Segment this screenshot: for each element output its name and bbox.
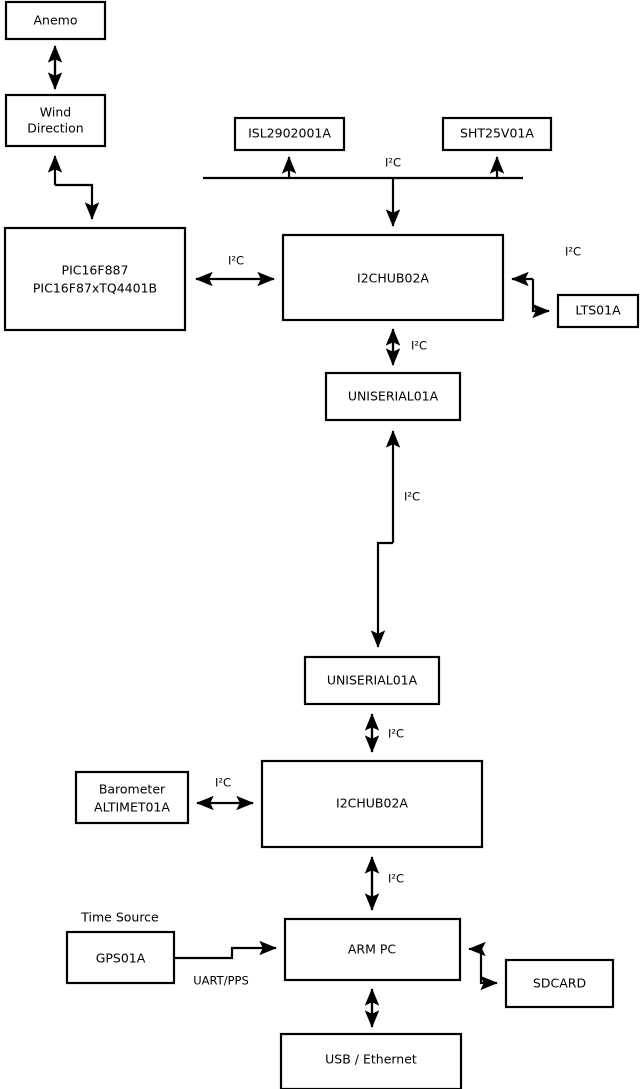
edge-arrow-right (174, 940, 277, 960)
edge-label-hubtop-lts: I²C (565, 245, 581, 259)
node-i2chub02a-top-label: I2CHUB02A (357, 271, 429, 286)
edge-uniserialbot-hubbot: I²C (364, 713, 404, 753)
node-sdcard-box[interactable] (504, 958, 615, 1009)
edge-label-gps-armpc: UART/PPS (193, 974, 249, 988)
node-sht25v01a[interactable]: SHT25V01A (441, 116, 553, 152)
edge-arrow-down (55, 183, 100, 220)
edge-pic-wind (47, 155, 100, 220)
node-i2chub02a-bottom-box[interactable] (260, 759, 484, 849)
node-wind-direction-box[interactable] (4, 93, 107, 148)
node-barometer-label-line2: ALTIMET01A (94, 800, 170, 815)
edge-hubtop-lts: I²C (511, 245, 581, 319)
node-wind-direction[interactable]: Wind Direction (4, 93, 107, 148)
node-isl2902001a-box[interactable] (233, 116, 346, 152)
node-anemo-box[interactable] (4, 0, 107, 41)
edge-uniserial-link: I²C (370, 430, 420, 648)
node-uniserial01a-top-box[interactable] (324, 371, 462, 422)
edge-label-uniserial-link: I²C (404, 490, 420, 504)
edge-gps-armpc: UART/PPS (174, 940, 277, 988)
node-anemo[interactable]: Anemo (4, 0, 107, 41)
node-sht25v01a-label: SHT25V01A (460, 126, 534, 141)
node-lts01a-label: LTS01A (575, 303, 621, 318)
node-gps01a-label: GPS01A (96, 951, 146, 966)
edge-label-hubtop-sensors: I²C (385, 156, 401, 170)
edge-label-pic-hubtop: I²C (228, 254, 244, 268)
edge-arrow-right (531, 279, 550, 319)
node-i2chub02a-top-box[interactable] (281, 233, 505, 322)
node-i2chub02a-bottom[interactable]: I2CHUB02A (260, 759, 484, 849)
node-arm-pc[interactable]: ARM PC (283, 917, 462, 982)
node-i2chub02a-top[interactable]: I2CHUB02A (281, 233, 505, 322)
edge-hubbot-armpc: I²C (364, 856, 404, 911)
node-isl2902001a-label: ISL2902001A (248, 126, 331, 141)
node-uniserial01a-bottom-box[interactable] (303, 655, 441, 706)
edge-barometer-hubbot: I²C (196, 776, 254, 811)
node-usb-ethernet-box[interactable] (279, 1032, 463, 1089)
edge-hubtop-sensors: I²C (203, 156, 523, 227)
edge-armpc-sdcard (468, 941, 498, 991)
edge-label-hubtop-uniserial: I²C (411, 339, 427, 353)
node-barometer-box[interactable] (74, 770, 190, 825)
node-sdcard-label: SDCARD (533, 976, 586, 991)
node-lts01a-box[interactable] (556, 293, 640, 329)
node-wind-direction-label-line2: Direction (27, 121, 83, 136)
node-wind-direction-label-line1: Wind (40, 105, 71, 120)
node-sht25v01a-box[interactable] (441, 116, 553, 152)
node-arm-pc-box[interactable] (283, 917, 462, 982)
time-source-label: Time Source (80, 910, 159, 925)
node-i2chub02a-bottom-label: I2CHUB02A (336, 796, 408, 811)
node-pic-mcu-box[interactable] (3, 226, 187, 332)
node-uniserial01a-top[interactable]: UNISERIAL01A (324, 371, 462, 422)
edge-arrow-right (479, 949, 498, 991)
node-anemo-label: Anemo (34, 13, 78, 28)
edge-hubtop-uniserialtop: I²C (385, 328, 427, 366)
node-sdcard[interactable]: SDCARD (504, 958, 615, 1009)
node-pic-mcu[interactable]: PIC16F887 PIC16F87xTQ4401B (3, 226, 187, 332)
node-arm-pc-label: ARM PC (348, 942, 397, 957)
node-pic-mcu-label-line2: PIC16F87xTQ4401B (33, 281, 157, 296)
node-uniserial01a-bottom[interactable]: UNISERIAL01A (303, 655, 441, 706)
edge-label-uniserialbot-hubbot: I²C (388, 727, 404, 741)
node-lts01a[interactable]: LTS01A (556, 293, 640, 329)
node-usb-ethernet-label: USB / Ethernet (325, 1052, 417, 1067)
node-isl2902001a[interactable]: ISL2902001A (233, 116, 346, 152)
node-gps01a[interactable]: GPS01A (65, 930, 176, 985)
node-barometer-label-line1: Barometer (99, 782, 166, 797)
edge-label-barometer-hubbot: I²C (215, 776, 231, 790)
edge-label-hubbot-armpc: I²C (388, 872, 404, 886)
node-gps01a-box[interactable] (65, 930, 176, 985)
node-barometer[interactable]: Barometer ALTIMET01A (74, 770, 190, 825)
edge-arrow-down (370, 541, 393, 648)
node-uniserial01a-bottom-label: UNISERIAL01A (327, 673, 418, 688)
edge-pic-hubtop: I²C (195, 254, 275, 287)
node-usb-ethernet[interactable]: USB / Ethernet (279, 1032, 463, 1089)
node-uniserial01a-top-label: UNISERIAL01A (348, 389, 439, 404)
node-pic-mcu-label-line1: PIC16F887 (62, 263, 129, 278)
